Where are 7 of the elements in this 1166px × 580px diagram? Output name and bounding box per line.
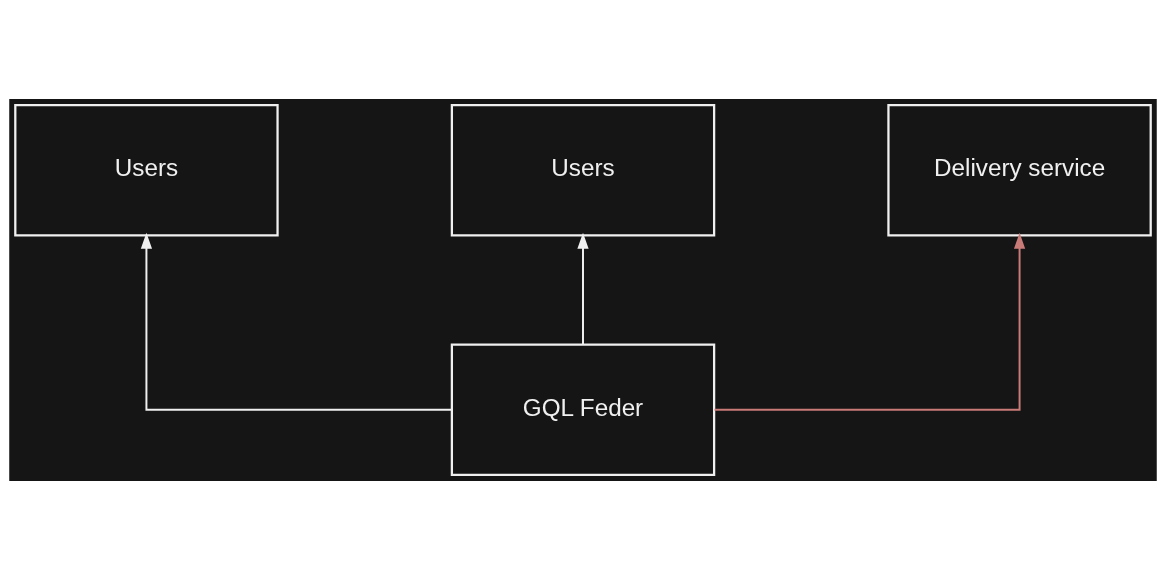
node-box: Users <box>450 103 716 237</box>
node-box: Delivery service <box>887 103 1152 237</box>
arrow <box>140 232 453 411</box>
arrow <box>713 232 1026 411</box>
arrow <box>577 232 589 346</box>
node-box: GQL Feder <box>450 343 716 477</box>
node-box: Users <box>14 103 279 237</box>
